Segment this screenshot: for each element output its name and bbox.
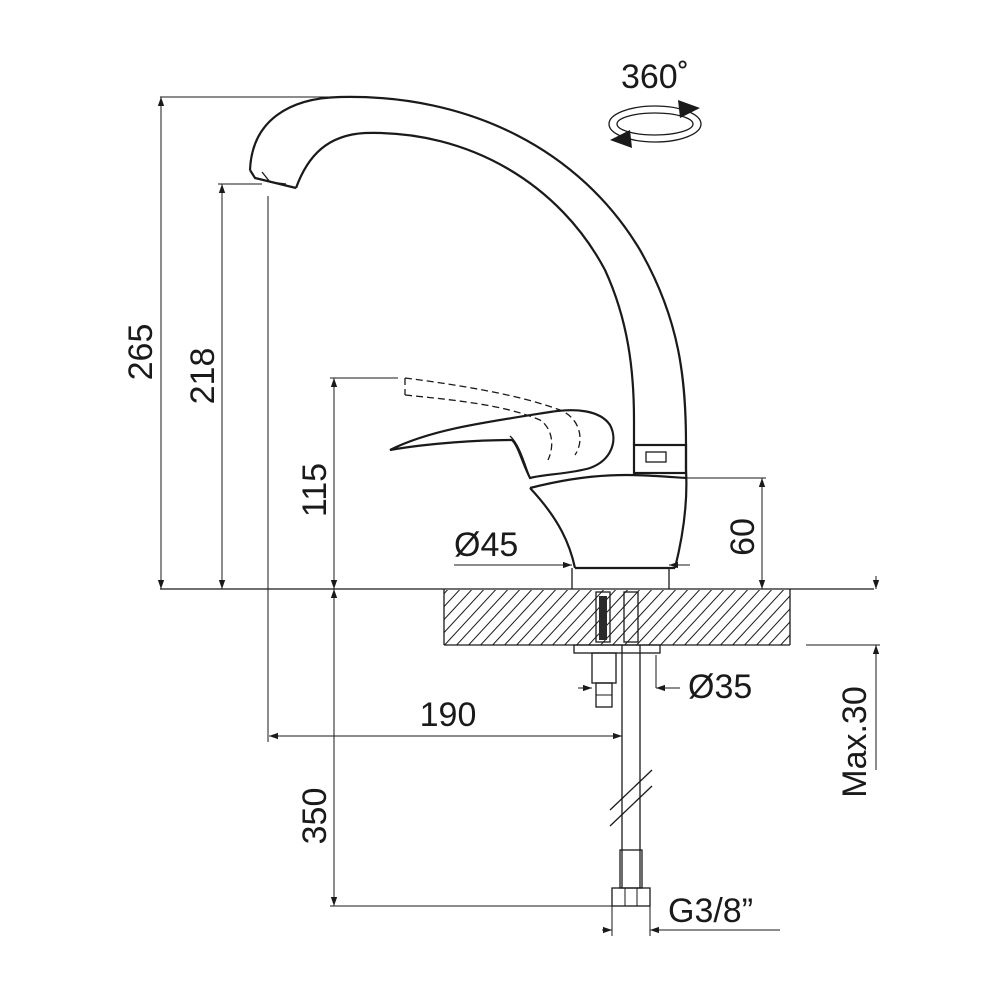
dimension-hole-diameter: Ø35: [578, 655, 752, 706]
dimension-thread: G3/8”: [602, 892, 780, 936]
countertop-section: [160, 585, 908, 650]
hatch-line: [444, 590, 497, 645]
hatch-line: [719, 590, 773, 645]
hatch-line: [647, 590, 701, 645]
hatch-line: [563, 590, 617, 645]
dimension-115: 115: [296, 377, 398, 589]
dimension-265: 265: [122, 96, 340, 589]
spout-reach-label: 190: [420, 696, 477, 734]
hatch-line: [707, 590, 761, 645]
hatch-line: [848, 585, 908, 650]
dimension-max-30: Max.30: [806, 576, 880, 798]
hole-diameter-label: Ø35: [688, 668, 752, 706]
hatch-line: [779, 634, 790, 645]
rotation-360-icon: 360˚: [608, 58, 702, 148]
hatch-line: [587, 590, 641, 645]
hatch-line: [444, 590, 473, 621]
hatch-line: [491, 590, 545, 645]
spout-height-label: 218: [184, 348, 222, 405]
countertop-hatching: [380, 585, 908, 650]
hatch-line: [455, 590, 509, 645]
rotation-label: 360˚: [621, 58, 689, 96]
total-height-label: 265: [122, 324, 160, 381]
hatch-line: [444, 590, 485, 634]
thread-label: G3/8”: [668, 892, 753, 930]
hatch-line: [515, 590, 569, 645]
base-diameter-label: Ø45: [454, 526, 518, 564]
dimension-base-diameter: Ø45: [454, 526, 690, 569]
hatch-line: [380, 585, 440, 650]
dimension-60: 60: [686, 477, 766, 589]
hatch-line: [503, 590, 557, 645]
hatch-line: [444, 590, 449, 595]
hatch-line: [671, 590, 725, 645]
hatch-line: [800, 585, 860, 650]
hatch-line: [767, 621, 790, 645]
hatch-line: [623, 590, 677, 645]
hatch-line: [731, 590, 785, 645]
hatch-line: [695, 590, 749, 645]
hatch-line: [444, 590, 461, 608]
dimension-350: 350: [296, 589, 612, 907]
dimension-218: 218: [184, 183, 262, 589]
hatch-line: [659, 590, 713, 645]
hatch-line: [467, 590, 521, 645]
max-thickness-label: Max.30: [836, 686, 874, 798]
hatch-line: [755, 608, 790, 645]
hatch-line: [836, 585, 896, 650]
mounting-hardware: [573, 591, 661, 907]
body-height-label: 60: [724, 518, 762, 556]
hatch-line: [812, 585, 872, 650]
hatch-line: [788, 585, 848, 650]
hatch-line: [824, 585, 884, 650]
dimension-190: 190: [267, 196, 622, 742]
hatch-line: [539, 590, 593, 645]
hose-length-label: 350: [296, 788, 334, 845]
faucet-body: [248, 95, 688, 589]
hatch-line: [683, 590, 737, 645]
hatch-line: [479, 590, 533, 645]
hatch-line: [635, 590, 689, 645]
hatch-line: [743, 595, 790, 645]
hatch-line: [551, 590, 605, 645]
lever-height-label: 115: [296, 463, 334, 517]
hatch-line: [527, 590, 581, 645]
